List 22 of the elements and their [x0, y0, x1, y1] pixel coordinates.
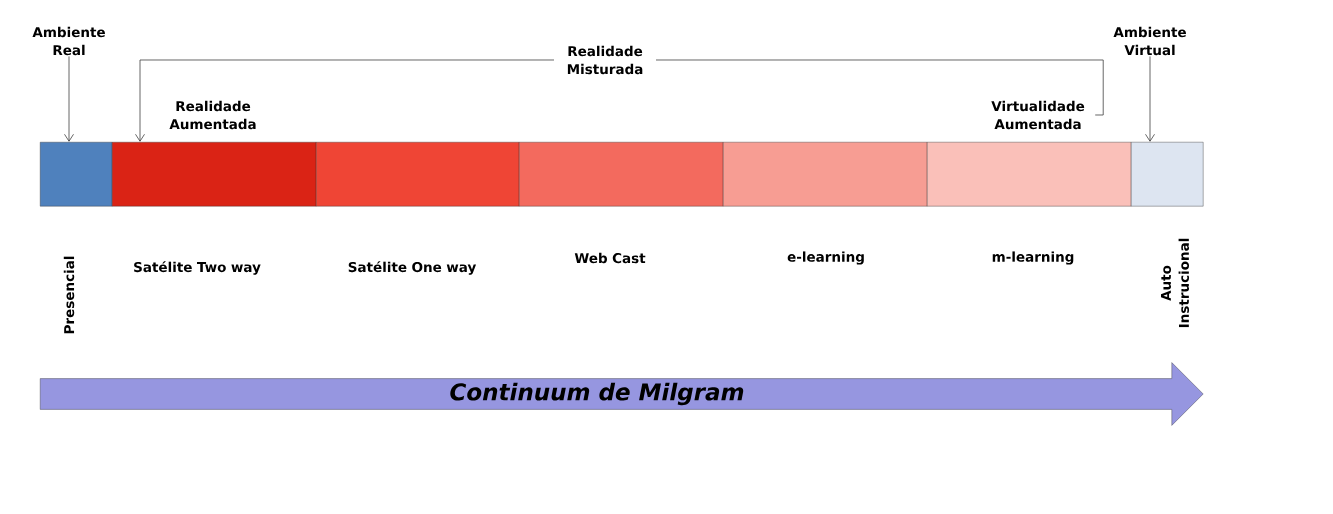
segment-label: Satélite One way — [348, 261, 477, 275]
arrow — [1145, 56, 1155, 142]
segment-label: e-learning — [787, 251, 864, 265]
node-label: Ambiente Virtual — [1113, 26, 1186, 56]
bar-segment — [519, 142, 724, 207]
bar-segment — [927, 142, 1132, 207]
segment-label: Auto Instrucional — [1161, 238, 1190, 328]
segment-label: Web Cast — [574, 252, 646, 264]
bar-segment — [723, 142, 928, 207]
bar-segment — [316, 142, 520, 207]
segment-label: Presencial — [63, 256, 75, 334]
region-label: Realidade Aumentada — [169, 100, 256, 130]
bar-segment — [1131, 142, 1204, 207]
bar-segment — [112, 142, 317, 207]
segment-label: m-learning — [992, 251, 1074, 265]
arrow — [64, 56, 74, 142]
arrow — [135, 59, 1104, 142]
edge-label: Realidade Misturada — [554, 44, 656, 76]
bar-segment — [40, 142, 113, 207]
node-label: Ambiente Real — [32, 26, 105, 56]
node-label: Virtualidade Aumentada — [991, 100, 1085, 130]
segment-label: Satélite Two way — [134, 261, 261, 275]
